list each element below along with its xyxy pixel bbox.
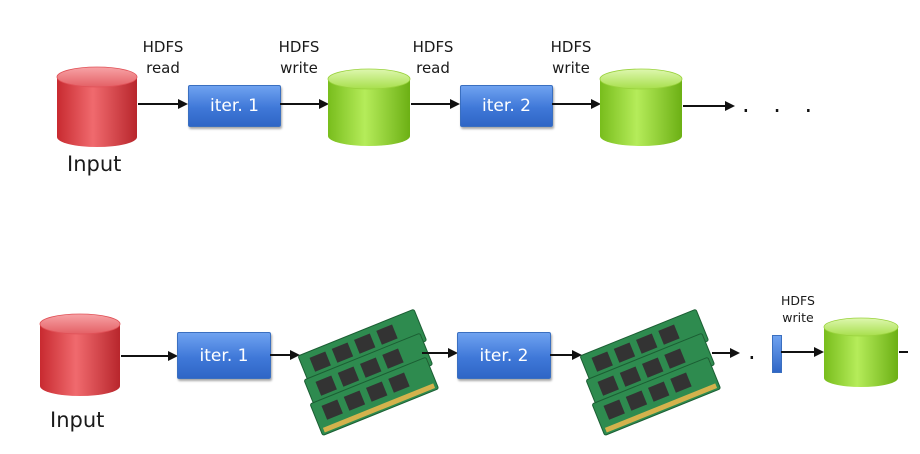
input-database-icon-bottom: [39, 313, 121, 396]
iter-1-box-bottom: iter. 1: [177, 332, 271, 379]
hdfs-write-block: [772, 335, 782, 373]
iter-2-box: iter. 2: [460, 85, 553, 127]
input-label: Input: [67, 152, 122, 176]
hdfs-database-icon-1: [327, 68, 411, 146]
memory-ram-icon-1: [298, 309, 439, 436]
input-label-bottom: Input: [50, 408, 105, 432]
memory-ram-icon-2: [580, 309, 721, 436]
input-database-icon: [56, 66, 138, 147]
hdfs-database-icon-bottom: [823, 317, 899, 387]
iter-2-box-bottom: iter. 2: [457, 332, 551, 379]
iter-1-box: iter. 1: [188, 85, 281, 127]
continuation-ellipsis: . . .: [742, 90, 821, 118]
continuation-ellipsis-bottom: .: [748, 337, 764, 365]
hdfs-database-icon-2: [599, 68, 683, 146]
